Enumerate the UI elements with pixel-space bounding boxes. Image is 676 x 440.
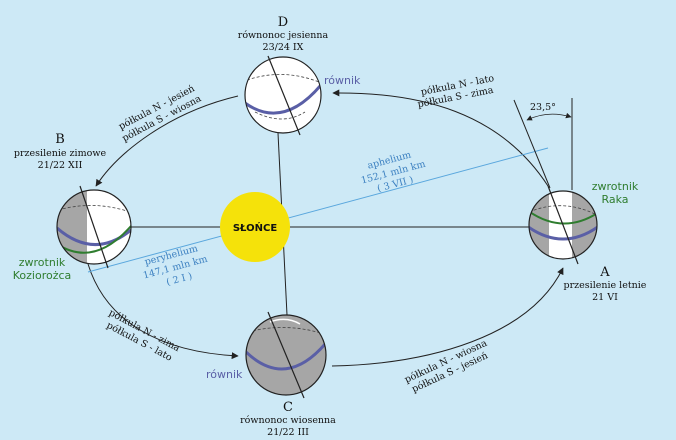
point-d-date: 23/24 IX (263, 42, 304, 53)
orbit-arrow-c-to-a (331, 267, 564, 367)
point-c-name: równonoc wiosenna (240, 415, 336, 426)
point-c-date: 21/22 III (267, 427, 309, 438)
orbit-arrow-a-to-d (332, 89, 549, 187)
tropic-cancer-label-2: Raka (601, 193, 628, 206)
point-a-letter: A (599, 265, 610, 280)
orbit-arrow-d-to-b (95, 95, 239, 187)
earth-globe-a (528, 185, 598, 265)
point-d-letter: D (278, 15, 288, 30)
orbit-arrow-b-to-c (87, 263, 239, 360)
point-d-name: równonoc jesienna (238, 30, 329, 41)
equator-label-d: równik (324, 74, 361, 87)
earth-globe-d (244, 55, 322, 136)
point-a-name: przesilenie letnie (564, 280, 647, 291)
tilt-angle-label: 23,5° (530, 102, 556, 113)
point-b-date: 21/22 XII (38, 160, 83, 171)
apsis-line (87, 147, 549, 273)
point-b-name: przesilenie zimowe (14, 148, 107, 159)
sun-label: SŁOŃCE (233, 221, 277, 234)
tropic-capricorn-label-2: Koziorożca (13, 269, 72, 282)
sun (220, 192, 290, 262)
tilt-angle-arc (526, 112, 572, 121)
tropic-capricorn-label-1: zwrotnik (19, 256, 66, 269)
equator-label-c: równik (206, 368, 243, 381)
point-c-letter: C (283, 400, 293, 415)
axis-tilted-a (513, 99, 551, 189)
tropic-cancer-label-1: zwrotnik (592, 180, 639, 193)
earth-globe-c (245, 311, 327, 399)
point-a-date: 21 VI (592, 292, 618, 303)
point-b-letter: B (55, 132, 65, 147)
earth-globe-b (56, 185, 132, 269)
